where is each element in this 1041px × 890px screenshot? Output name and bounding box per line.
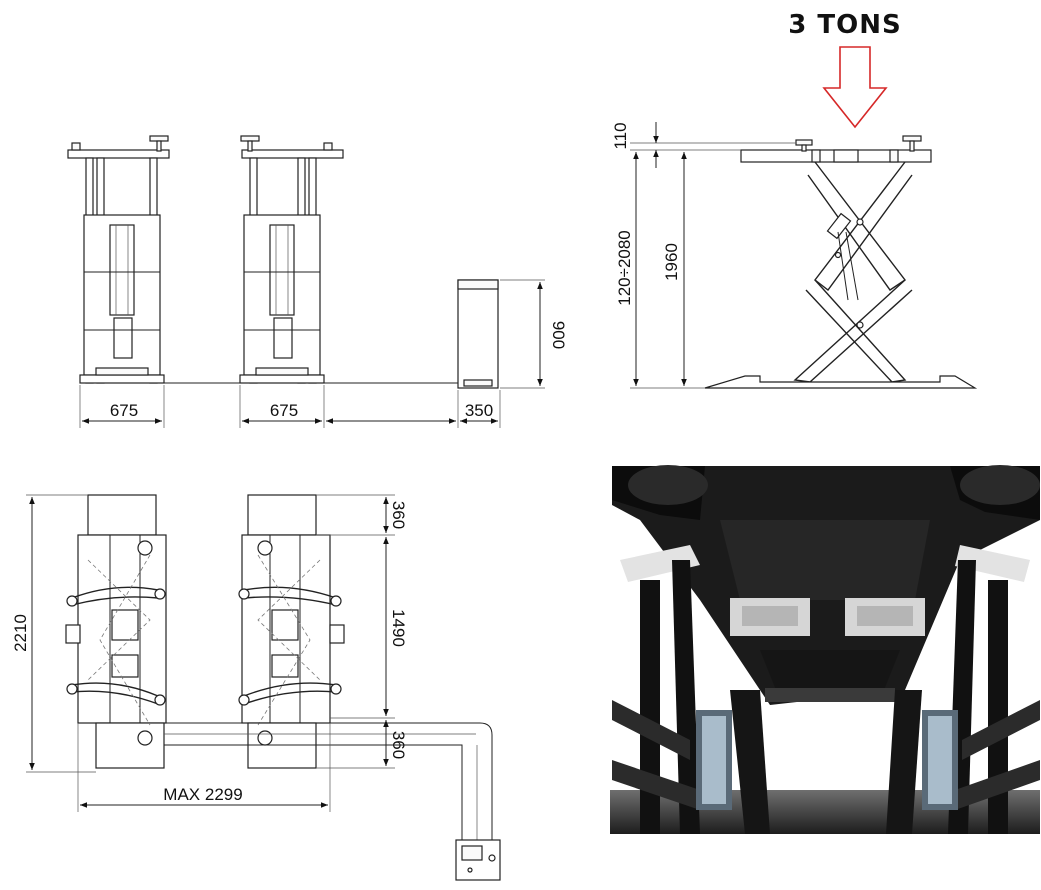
side-dimensions: 110 120÷2080 1960: [611, 122, 796, 389]
top-view: 2210 360 1490 360 MAX 2299: [11, 494, 501, 881]
capacity-label: 3 TONS: [788, 10, 901, 40]
dim-control-unit-height: 900: [549, 321, 568, 349]
dim-platform-length: 1490: [389, 609, 408, 647]
dim-lifting-height-range: 120÷2080: [615, 230, 634, 306]
front-column-right: [239, 135, 344, 384]
side-base: [704, 375, 978, 389]
dim-front-width-right: 675: [270, 401, 298, 420]
control-unit-front: [457, 279, 499, 389]
front-column-left: [67, 135, 170, 384]
top-dimensions: 2210 360 1490 360 MAX 2299: [11, 494, 408, 812]
load-arrow-icon: [822, 46, 888, 129]
dim-max-width: MAX 2299: [163, 785, 242, 804]
dim-ramp-end-bottom: 360: [389, 731, 408, 759]
dim-lift-thickness: 110: [611, 122, 630, 149]
top-platform-right: [238, 494, 345, 769]
front-view: 675 675 350 900: [67, 135, 568, 428]
dim-ramp-end-top: 360: [389, 501, 408, 529]
top-platform-left: [65, 494, 167, 769]
dim-max-lifting-height: 1960: [662, 243, 681, 281]
dim-total-length: 2210: [11, 614, 30, 652]
hose-channel: [164, 722, 501, 881]
scissor-arms: [793, 161, 913, 383]
dim-control-unit-width: 350: [465, 401, 493, 420]
dim-front-width-left: 675: [110, 401, 138, 420]
lift-underbody-photo: [610, 465, 1040, 834]
front-dimensions: 675 675 350 900: [79, 279, 568, 428]
side-view: 110 120÷2080 1960: [611, 122, 978, 389]
